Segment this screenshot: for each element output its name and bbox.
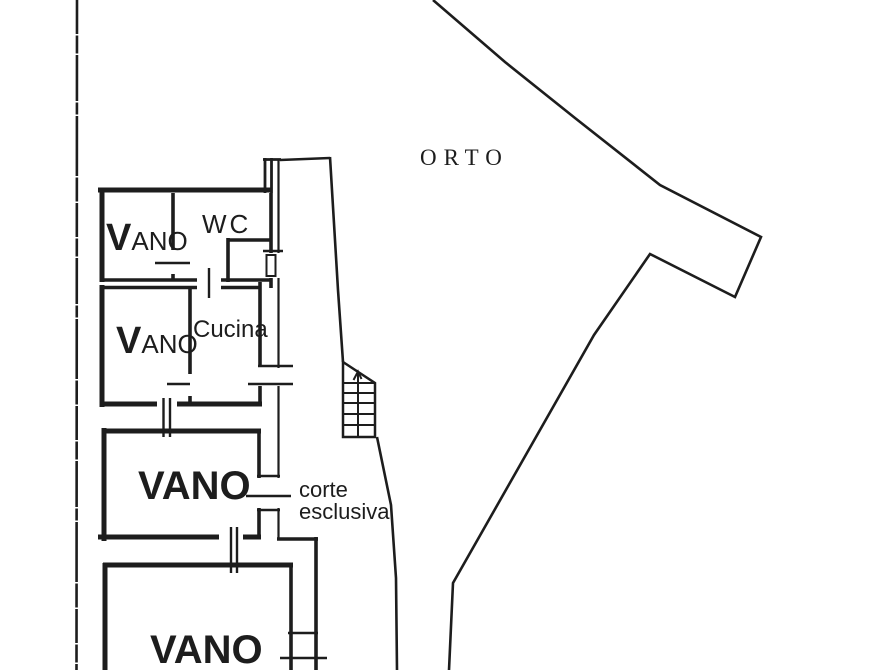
orto-inner-boundary-line (328, 156, 399, 670)
chimney-projection (263, 158, 281, 193)
west-parcel-boundary-line (75, 0, 79, 670)
east-door-panel (265, 254, 277, 277)
area-label-orto: ORTO (420, 145, 509, 170)
area-label-corte-line1: corte (299, 477, 348, 502)
door-swing-ticks (155, 249, 327, 660)
door-leaf-lines (162, 268, 239, 573)
room-label-vano-mid: VANO (116, 320, 198, 362)
interior-walls (100, 193, 318, 670)
room-label-vano-bottom: VANO (150, 628, 263, 670)
plot-boundaries (75, 0, 763, 670)
stairs (341, 359, 377, 439)
outer-walls (98, 187, 293, 670)
door-marks (155, 249, 327, 660)
stairs-direction-arrow-icon (352, 369, 363, 381)
stairs-outline (341, 359, 377, 439)
room-label-vano-top: VANO (106, 217, 188, 259)
labels: VANO WC VANO Cucina VANO VANO ORTO corte… (106, 145, 509, 670)
room-label-cucina: Cucina (193, 316, 268, 343)
orto-top-connector-line (279, 156, 331, 162)
building-walls (98, 158, 318, 670)
orto-outer-boundary-line (432, 0, 763, 670)
room-label-wc: WC (202, 209, 251, 239)
area-label-corte-line2: esclusiva (299, 499, 390, 524)
room-label-vano-large: VANO (138, 464, 251, 508)
